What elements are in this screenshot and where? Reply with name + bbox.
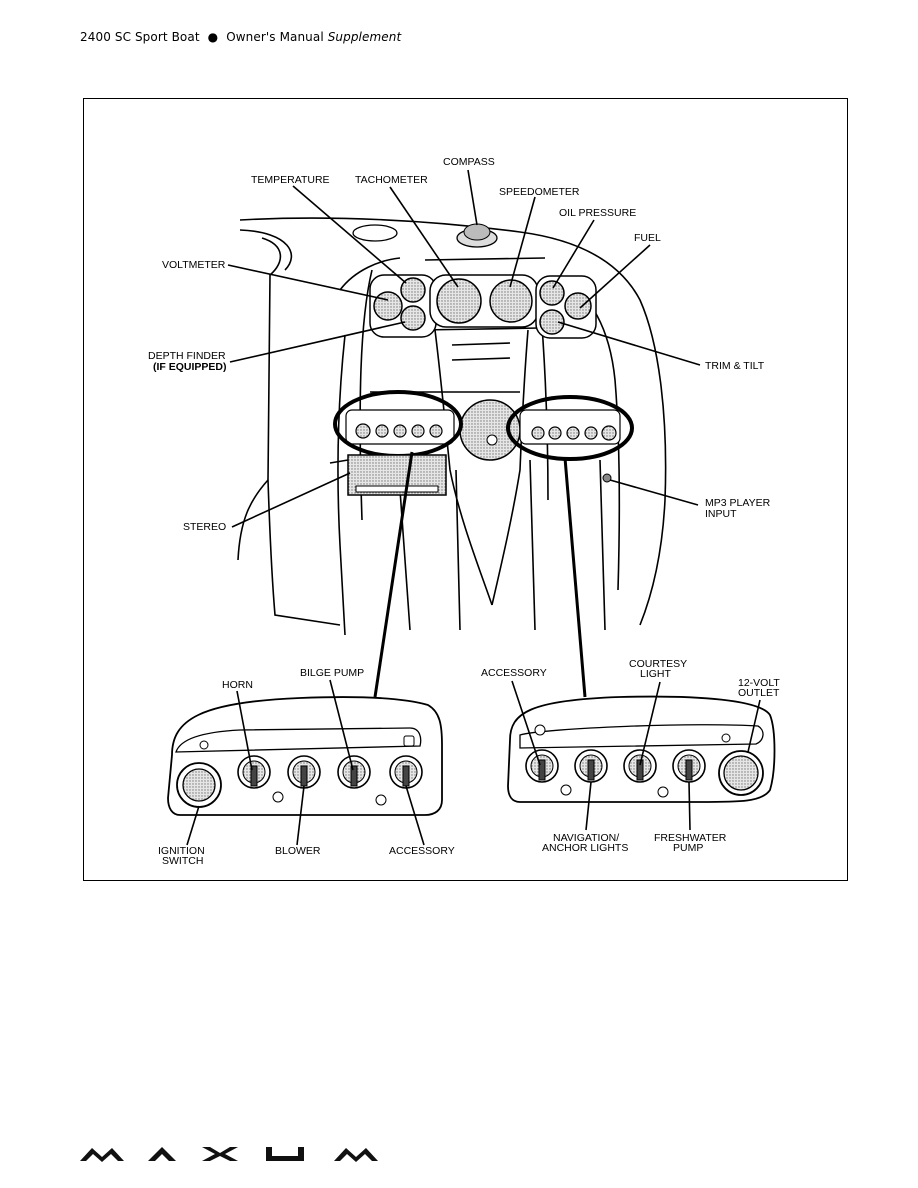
label-bilge-pump: BILGE PUMP: [300, 667, 364, 679]
label-ignition-2: SWITCH: [162, 855, 203, 867]
right-gauge-cluster: [535, 275, 597, 339]
leader-lines-top: [227, 169, 701, 528]
panel-left-enlarged: [167, 696, 443, 816]
label-stereo: STEREO: [183, 521, 226, 533]
label-oil-pressure: OIL PRESSURE: [559, 207, 636, 219]
label-tachometer: TACHOMETER: [355, 174, 428, 186]
header-manual: Owner's Manual: [226, 30, 324, 44]
page-header: 2400 SC Sport Boat ● Owner's Manual Supple…: [80, 30, 401, 44]
center-gauge-cluster: [429, 274, 539, 328]
label-depth-finder: DEPTH FINDER: [148, 350, 226, 362]
dash-switch-panel-left: [345, 409, 455, 445]
label-horn: HORN: [222, 679, 253, 691]
label-accessory-left: ACCESSORY: [389, 845, 455, 857]
label-fuel: FUEL: [634, 232, 661, 244]
mp3-jack: [602, 473, 612, 483]
label-courtesy-2: LIGHT: [640, 668, 672, 680]
dash-switch-panel-right: [519, 409, 621, 445]
maxum-logo: [80, 1147, 378, 1162]
label-fresh-1: FRESHWATER: [654, 832, 727, 844]
label-outlet-2: OUTLET: [738, 687, 780, 699]
label-accessory-right: ACCESSORY: [481, 667, 547, 679]
leader-lines-bottom: [186, 679, 761, 846]
highlight-right-panel: [506, 395, 634, 461]
header-bullet: ●: [207, 30, 219, 44]
connector-right: [563, 457, 587, 698]
label-courtesy-1: COURTESY: [629, 658, 687, 670]
figure-frame: [83, 98, 848, 881]
stereo-unit: [347, 454, 447, 496]
label-ignition-1: IGNITION: [158, 845, 205, 857]
steering-hub: [459, 399, 521, 461]
label-voltmeter: VOLTMETER: [162, 259, 226, 271]
label-blower: BLOWER: [275, 845, 321, 857]
connector-left: [373, 451, 414, 698]
label-nav-1: NAVIGATION/: [553, 832, 619, 844]
label-trim-tilt: TRIM & TILT: [705, 360, 765, 372]
label-nav-2: ANCHOR LIGHTS: [542, 842, 628, 854]
label-depth-finder-note: (IF EQUIPPED): [153, 361, 227, 373]
label-temperature: TEMPERATURE: [251, 174, 330, 186]
panel-right-enlarged: [507, 695, 776, 803]
label-compass: COMPASS: [443, 156, 495, 168]
label-fresh-2: PUMP: [673, 842, 703, 854]
compass-dome: [456, 223, 498, 248]
header-supplement: Supplement: [327, 30, 402, 44]
label-speedometer: SPEEDOMETER: [499, 186, 580, 198]
label-outlet-1: 12-VOLT: [738, 677, 780, 689]
cup-holder: [352, 224, 398, 242]
diagram-labels: COMPASS TEMPERATURE TACHOMETER SPEEDOMET…: [148, 156, 780, 867]
label-mp3-2: INPUT: [705, 508, 737, 520]
header-model: 2400 SC Sport Boat: [80, 30, 200, 44]
left-gauge-cluster: [369, 274, 437, 338]
label-mp3-1: MP3 PLAYER: [705, 497, 771, 509]
